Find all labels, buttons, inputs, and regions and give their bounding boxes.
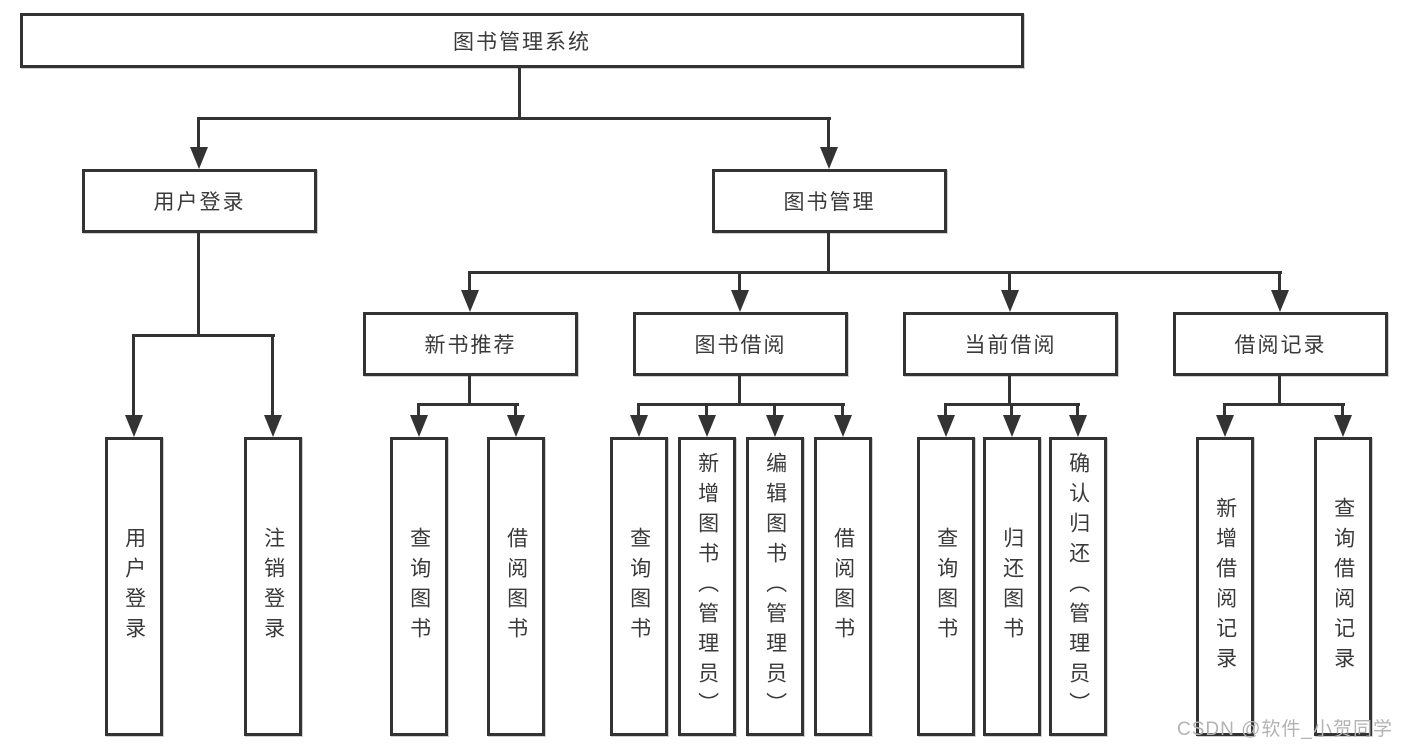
- connector-drop: [1341, 403, 1344, 417]
- connector-drop: [1076, 403, 1079, 417]
- leaf-borrow-books-recommend: 借阅图书: [487, 437, 545, 736]
- connector-level3-rail: [468, 271, 1282, 274]
- node-user-login: 用户登录: [82, 169, 317, 233]
- arrow-down-icon: [820, 147, 838, 169]
- connector-borrow-rail: [637, 403, 845, 406]
- connector-leaf-login-drop: [132, 334, 135, 417]
- arrow-down-icon: [264, 415, 282, 437]
- node-borrowing-records-label: 借阅记录: [1234, 334, 1327, 357]
- arrow-down-icon: [125, 415, 143, 437]
- leaf-confirm-return-admin-label: 确认归还（管理员）: [1066, 451, 1090, 722]
- connector-user-login-rail: [132, 334, 275, 337]
- arrow-down-icon: [834, 415, 852, 437]
- leaf-add-book-admin-label: 新增图书（管理员）: [695, 451, 719, 722]
- node-current-borrowing: 当前借阅: [903, 312, 1118, 376]
- leaf-borrow-books: 借阅图书: [814, 437, 872, 736]
- arrow-down-icon: [1003, 415, 1021, 437]
- connector-drop: [944, 403, 947, 417]
- leaf-return-books: 归还图书: [983, 437, 1041, 736]
- connector-drop: [705, 403, 708, 417]
- connector-recommend-stub: [468, 376, 471, 406]
- connector-drop: [637, 403, 640, 417]
- connector-drop: [1223, 403, 1226, 417]
- connector-drop: [1010, 403, 1013, 417]
- leaf-edit-book-admin-label: 编辑图书（管理员）: [763, 451, 787, 722]
- leaf-return-books-label: 归还图书: [1000, 526, 1024, 647]
- leaf-query-books-recommend-label: 查询图书: [407, 526, 431, 647]
- leaf-query-books-recommend: 查询图书: [390, 437, 448, 736]
- leaf-query-books-borrow: 查询图书: [610, 437, 668, 736]
- leaf-logout: 注销登录: [244, 437, 302, 736]
- arrow-down-icon: [1271, 290, 1289, 312]
- arrow-down-icon: [766, 415, 784, 437]
- leaf-logout-label: 注销登录: [261, 526, 285, 647]
- connector-records-stub: [1278, 376, 1281, 406]
- connector-level2-rail: [197, 117, 831, 120]
- leaf-user-login-label: 用户登录: [122, 526, 146, 647]
- arrow-down-icon: [1001, 290, 1019, 312]
- connector-borrow-stub: [738, 376, 741, 406]
- connector-recommend-rail: [417, 403, 519, 406]
- connector-borrow-drop: [738, 271, 741, 293]
- arrow-down-icon: [190, 147, 208, 169]
- arrow-down-icon: [461, 290, 479, 312]
- connector-current-drop: [1008, 271, 1011, 293]
- arrow-down-icon: [507, 415, 525, 437]
- leaf-edit-book-admin: 编辑图书（管理员）: [746, 437, 804, 736]
- connector-drop: [514, 403, 517, 417]
- watermark: CSDN @软件_小贺同学: [1177, 719, 1393, 740]
- connector-drop: [841, 403, 844, 417]
- arrow-down-icon: [630, 415, 648, 437]
- leaf-borrow-books-label: 借阅图书: [831, 526, 855, 647]
- leaf-query-borrow-record-label: 查询借阅记录: [1331, 496, 1355, 677]
- leaf-borrow-books-recommend-label: 借阅图书: [504, 526, 528, 647]
- connector-records-rail: [1223, 403, 1345, 406]
- node-borrowing-records: 借阅记录: [1173, 312, 1388, 376]
- connector-book-mgmt-drop: [827, 117, 830, 151]
- arrow-down-icon: [698, 415, 716, 437]
- arrow-down-icon: [937, 415, 955, 437]
- node-book-borrowing-label: 图书借阅: [694, 334, 787, 357]
- leaf-add-book-admin: 新增图书（管理员）: [678, 437, 736, 736]
- connector-book-mgmt-stub: [827, 233, 830, 274]
- node-root-label: 图书管理系统: [453, 30, 591, 54]
- leaf-confirm-return-admin: 确认归还（管理员）: [1049, 437, 1107, 736]
- connector-leaf-logout-drop: [271, 334, 274, 417]
- leaf-user-login: 用户登录: [105, 437, 163, 736]
- arrow-down-icon: [731, 290, 749, 312]
- leaf-query-books-current-label: 查询图书: [934, 526, 958, 647]
- connector-drop: [417, 403, 420, 417]
- node-user-login-label: 用户登录: [153, 191, 246, 214]
- node-book-management-label: 图书管理: [783, 191, 876, 214]
- connector-drop: [773, 403, 776, 417]
- arrow-down-icon: [1069, 415, 1087, 437]
- leaf-query-books-current: 查询图书: [917, 437, 975, 736]
- node-book-borrowing: 图书借阅: [633, 312, 848, 376]
- leaf-query-books-borrow-label: 查询图书: [627, 526, 651, 647]
- leaf-query-borrow-record: 查询借阅记录: [1314, 437, 1372, 736]
- connector-recommend-drop: [468, 271, 471, 293]
- arrow-down-icon: [410, 415, 428, 437]
- arrow-down-icon: [1216, 415, 1234, 437]
- connector-user-login-drop: [197, 117, 200, 151]
- node-new-book-recommendation-label: 新书推荐: [424, 334, 517, 357]
- connector-current-stub: [1008, 376, 1011, 406]
- arrow-down-icon: [1334, 415, 1352, 437]
- connector-root-stub: [518, 68, 521, 120]
- node-new-book-recommendation: 新书推荐: [363, 312, 578, 376]
- connector-records-drop: [1278, 271, 1281, 293]
- connector-user-login-stub: [197, 233, 200, 337]
- node-current-borrowing-label: 当前借阅: [964, 334, 1057, 357]
- node-root: 图书管理系统: [20, 13, 1024, 68]
- leaf-add-borrow-record: 新增借阅记录: [1196, 437, 1254, 736]
- node-book-management: 图书管理: [712, 169, 947, 233]
- leaf-add-borrow-record-label: 新增借阅记录: [1213, 496, 1237, 677]
